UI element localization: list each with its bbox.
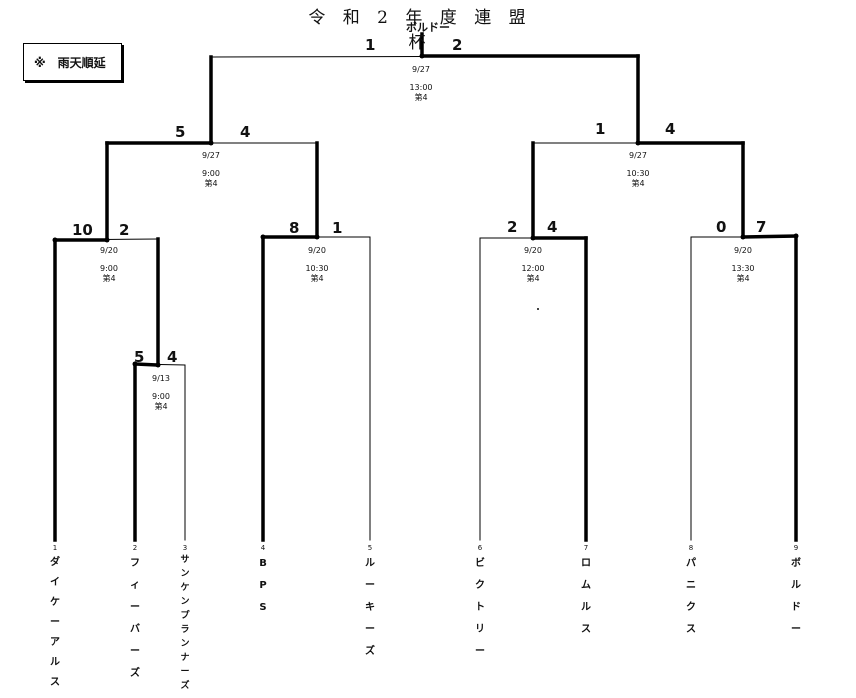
match-time: 9:00 <box>100 264 118 273</box>
junction-dot <box>52 237 58 243</box>
team-number: 9 <box>793 544 799 552</box>
match-date: 9/20 <box>100 246 118 255</box>
team-slot-8: 8 パニクス <box>684 543 698 641</box>
team-slot-3: 3 サンケンプランナーズ <box>178 543 192 693</box>
match-date: 9/13 <box>152 374 170 383</box>
score-final-left: 1 <box>365 36 376 54</box>
junction-dot <box>208 140 214 146</box>
match-info-sf2: 9/27 10:30 第4 <box>613 151 663 189</box>
team-number: 4 <box>260 544 266 552</box>
score-m3-left: 2 <box>507 218 518 236</box>
score-sf2-right: 4 <box>665 120 676 138</box>
score-m0-right: 4 <box>167 348 178 366</box>
match-info-m0: 9/13 9:00 第4 <box>136 374 186 412</box>
team-slot-2: 2 フィーバーズ <box>128 543 142 685</box>
team-name: ビクトリー <box>475 558 485 657</box>
team-number: 2 <box>132 544 138 552</box>
hbar-m0-win <box>133 362 160 367</box>
team-number: 6 <box>477 544 483 552</box>
match-date: 9/20 <box>524 246 542 255</box>
team-number: 5 <box>367 544 373 552</box>
team-name: パニクス <box>686 558 696 635</box>
team-slot-5: 5 ルーキーズ <box>363 543 377 663</box>
score-m1-left: 10 <box>72 221 93 239</box>
match-date: 9/27 <box>202 151 220 160</box>
match-venue: 第4 <box>631 179 645 188</box>
team-name: フィーバーズ <box>130 558 140 679</box>
junction-dot <box>155 362 161 368</box>
junction-dot <box>314 234 320 240</box>
match-time: 13:30 <box>731 264 755 273</box>
rain-notice-box: ※ 雨天順延 <box>23 43 122 81</box>
team-slot-9: 9 ボルドー <box>789 543 803 641</box>
match-date: 9/27 <box>629 151 647 160</box>
score-m4-left: 0 <box>716 218 727 236</box>
junction-dot <box>740 234 746 240</box>
match-venue: 第4 <box>204 179 218 188</box>
score-m2-left: 8 <box>289 219 300 237</box>
team-name: ボルドー <box>791 558 801 635</box>
match-date: 9/20 <box>734 246 752 255</box>
match-venue: 第4 <box>736 274 750 283</box>
match-time: 10:30 <box>626 169 650 178</box>
team-name: サンケンプランナーズ <box>180 555 190 691</box>
stray-dot <box>537 308 539 310</box>
hbar-m4-win <box>741 234 798 239</box>
match-date: 9/27 <box>412 65 430 74</box>
match-time: 13:00 <box>409 83 433 92</box>
match-info-sf1: 9/27 9:00 第4 <box>186 151 236 189</box>
team-number: 8 <box>688 544 694 552</box>
match-info-m2: 9/20 10:30 第4 <box>292 246 342 284</box>
match-time: 9:00 <box>152 392 170 401</box>
score-m3-right: 4 <box>547 218 558 236</box>
score-m0-left: 5 <box>134 348 145 366</box>
match-venue: 第4 <box>154 402 168 411</box>
score-final-right: 2 <box>452 36 463 54</box>
match-time: 12:00 <box>521 264 545 273</box>
score-sf1-left: 5 <box>175 123 186 141</box>
match-time: 10:30 <box>305 264 329 273</box>
rain-notice-text: ※ 雨天順延 <box>34 56 106 70</box>
junction-dot <box>419 53 425 59</box>
junction-dot <box>635 140 641 146</box>
team-number: 1 <box>52 544 58 552</box>
junction-dot <box>530 235 536 241</box>
team-number: 7 <box>583 544 589 552</box>
champion-label: ボルドー <box>406 21 450 34</box>
match-info-m3: 9/20 12:00 第4 <box>508 246 558 284</box>
page-title: 令 和 2 年 度 連 盟 杯 <box>308 8 532 53</box>
score-sf2-left: 1 <box>595 120 606 138</box>
score-m1-right: 2 <box>119 221 130 239</box>
team-number: 3 <box>182 544 188 552</box>
score-sf1-right: 4 <box>240 123 251 141</box>
team-name: ルーキーズ <box>365 558 375 657</box>
match-venue: 第4 <box>310 274 324 283</box>
team-slot-7: 7 ロムルス <box>579 543 593 641</box>
match-info-m4: 9/20 13:30 第4 <box>718 246 768 284</box>
score-m4-right: 7 <box>756 218 767 236</box>
team-name: ロムルス <box>581 558 591 635</box>
team-name: ダイケーアルス <box>50 557 60 688</box>
match-info-final: 9/27 13:00 第4 <box>396 65 446 103</box>
score-m2-right: 1 <box>332 219 343 237</box>
match-venue: 第4 <box>102 274 116 283</box>
junction-dot <box>132 361 138 367</box>
team-slot-6: 6 ビクトリー <box>473 543 487 663</box>
team-slot-1: 1 ダイケーアルス <box>48 543 62 693</box>
junction-dot <box>104 237 110 243</box>
match-venue: 第4 <box>526 274 540 283</box>
junction-dot <box>793 233 799 239</box>
match-date: 9/20 <box>308 246 326 255</box>
match-info-m1: 9/20 9:00 第4 <box>84 246 134 284</box>
match-venue: 第4 <box>414 93 428 102</box>
match-time: 9:00 <box>202 169 220 178</box>
junction-dot <box>260 234 266 240</box>
